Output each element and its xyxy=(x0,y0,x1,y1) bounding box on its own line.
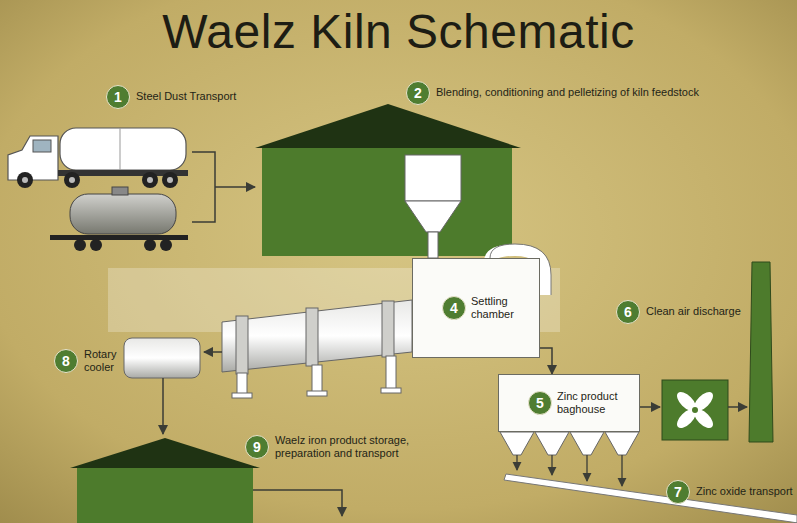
callout-number: 9 xyxy=(245,435,269,459)
callout: 9Waelz iron product storage, preparation… xyxy=(245,434,425,460)
callout-number-text: 4 xyxy=(450,300,458,316)
callout-number: 8 xyxy=(54,349,78,373)
callout: 8Rotary cooler xyxy=(54,348,132,374)
kiln-to-cooler-arrow xyxy=(204,351,222,353)
callout-label: Zinc oxide transport xyxy=(696,485,793,498)
process-box: 4 Settling chamber xyxy=(412,258,540,358)
tanker-truck xyxy=(8,128,188,188)
iron-product-building xyxy=(70,438,260,523)
callout-label: Blending, conditioning and pelletizing o… xyxy=(436,86,699,99)
callout: 2 Blending, conditioning and pelletizing … xyxy=(406,81,699,105)
callout-label: Waelz iron product storage, preparation … xyxy=(275,434,425,460)
callout-label: Steel Dust Transport xyxy=(136,90,236,103)
flow-arrow xyxy=(540,348,552,374)
callout: 1 Steel Dust Transport xyxy=(106,85,236,109)
cooler-down-arrow xyxy=(162,378,164,434)
callout-number: 7 xyxy=(666,480,690,504)
callout-number: 4 xyxy=(442,296,466,320)
fan xyxy=(662,380,728,440)
callout: 6 Clean air discharge xyxy=(616,300,741,324)
callout: 7 Zinc oxide transport xyxy=(666,480,793,504)
baghouse-to-fan-arrow xyxy=(640,406,660,408)
callout-number: 1 xyxy=(106,85,130,109)
callout-number: 6 xyxy=(616,300,640,324)
callout-label: Clean air discharge xyxy=(646,305,741,318)
diagram-title: Waelz Kiln Schematic xyxy=(0,4,797,59)
callout-number: 5 xyxy=(528,391,552,415)
iron-transport-arrow xyxy=(253,490,342,516)
feed-bracket xyxy=(192,152,255,222)
callout-number-text: 5 xyxy=(536,395,544,411)
rotary-kiln xyxy=(222,300,412,398)
callout-number: 2 xyxy=(406,81,430,105)
box-label: Zinc product baghouse xyxy=(557,390,629,416)
rotary-cooler xyxy=(124,338,200,378)
rail-tank-car xyxy=(50,187,188,251)
baghouse-hoppers xyxy=(500,432,639,455)
blending-building xyxy=(255,104,521,258)
stack xyxy=(749,262,773,442)
callout-label: Rotary cooler xyxy=(84,348,132,374)
process-box: 5 Zinc product baghouse xyxy=(498,374,640,432)
fan-to-stack-arrow xyxy=(728,406,747,408)
box-label: Settling chamber xyxy=(471,295,533,321)
conveyor xyxy=(504,474,797,523)
